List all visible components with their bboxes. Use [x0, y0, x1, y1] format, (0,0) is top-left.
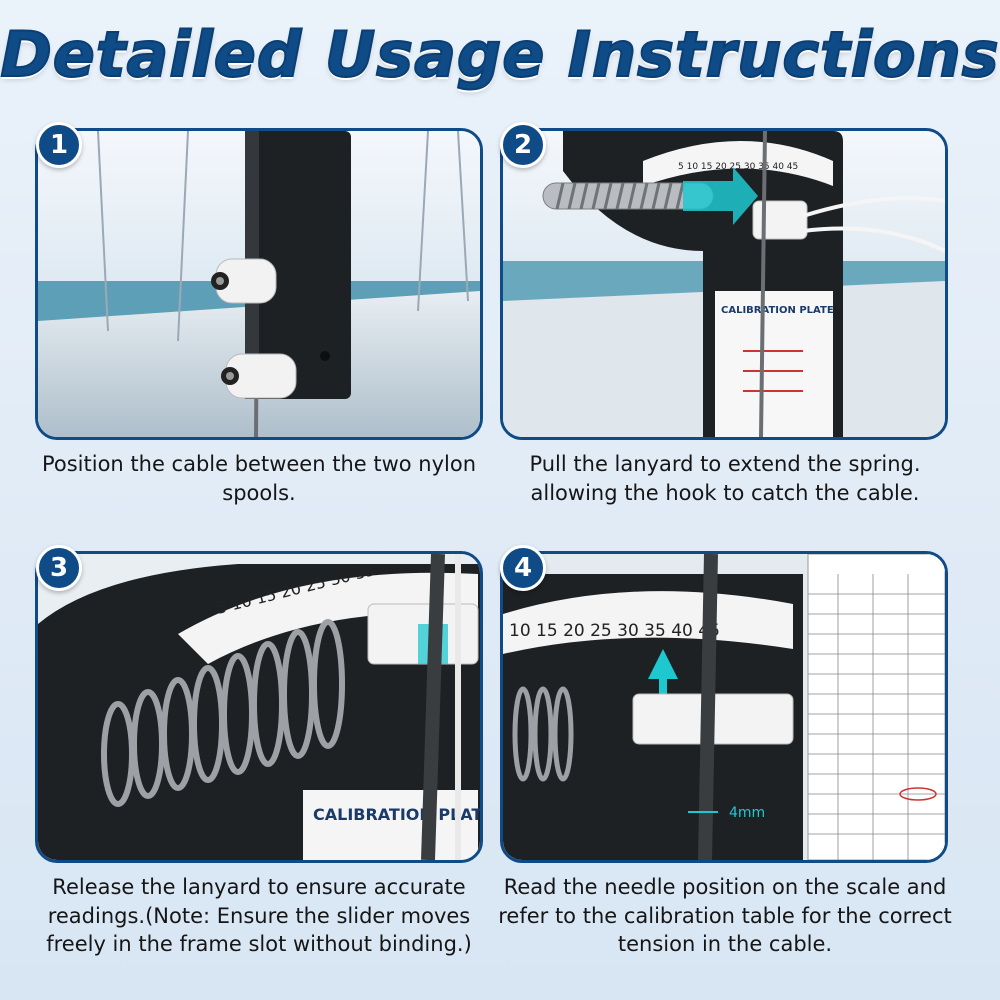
step-3-caption: Release the lanyard to ensure accurate r…: [46, 875, 472, 956]
step-4-caption: Read the needle position on the scale an…: [498, 875, 952, 956]
step-3-plate-label: CALIBRATION PLATE: [313, 805, 480, 824]
step-2-image: 5 10 15 20 25 30 35 40 45 CALIBRATION PL…: [500, 128, 948, 440]
pull-arrow-icon: [683, 167, 758, 225]
step-4-scale-text: 10 15 20 25 30 35 40 45: [509, 621, 720, 641]
step-4-image: 10 15 20 25 30 35 40 45 4mm: [500, 551, 948, 863]
step-4-dimension-label: 4mm: [729, 805, 765, 821]
step-4-badge: 4: [500, 545, 546, 591]
nylon-spool-bottom: [221, 353, 297, 399]
step-1-image: [35, 128, 483, 440]
step-2-plate-label: CALIBRATION PLATE: [721, 305, 834, 316]
step-2-caption: Pull the lanyard to extend the spring. a…: [529, 452, 921, 505]
page-title: Detailed Usage Instructions: [0, 17, 1000, 92]
spring: [101, 619, 345, 807]
step-3-image: 5 10 15 20 25 30 35 CALIBRATION PLATE: [35, 551, 483, 863]
step-1-caption: Position the cable between the two nylon…: [41, 452, 477, 505]
calibration-table: [807, 554, 945, 860]
step-3-badge: 3: [36, 545, 82, 591]
nylon-spool-top: [211, 258, 277, 304]
step-1-badge: 1: [36, 122, 82, 168]
step-2-scale-text: 5 10 15 20 25 30 35 40 45: [678, 162, 798, 172]
needle-arrow-icon: [648, 649, 678, 679]
spring: [512, 686, 574, 782]
step-2-badge: 2: [500, 122, 546, 168]
